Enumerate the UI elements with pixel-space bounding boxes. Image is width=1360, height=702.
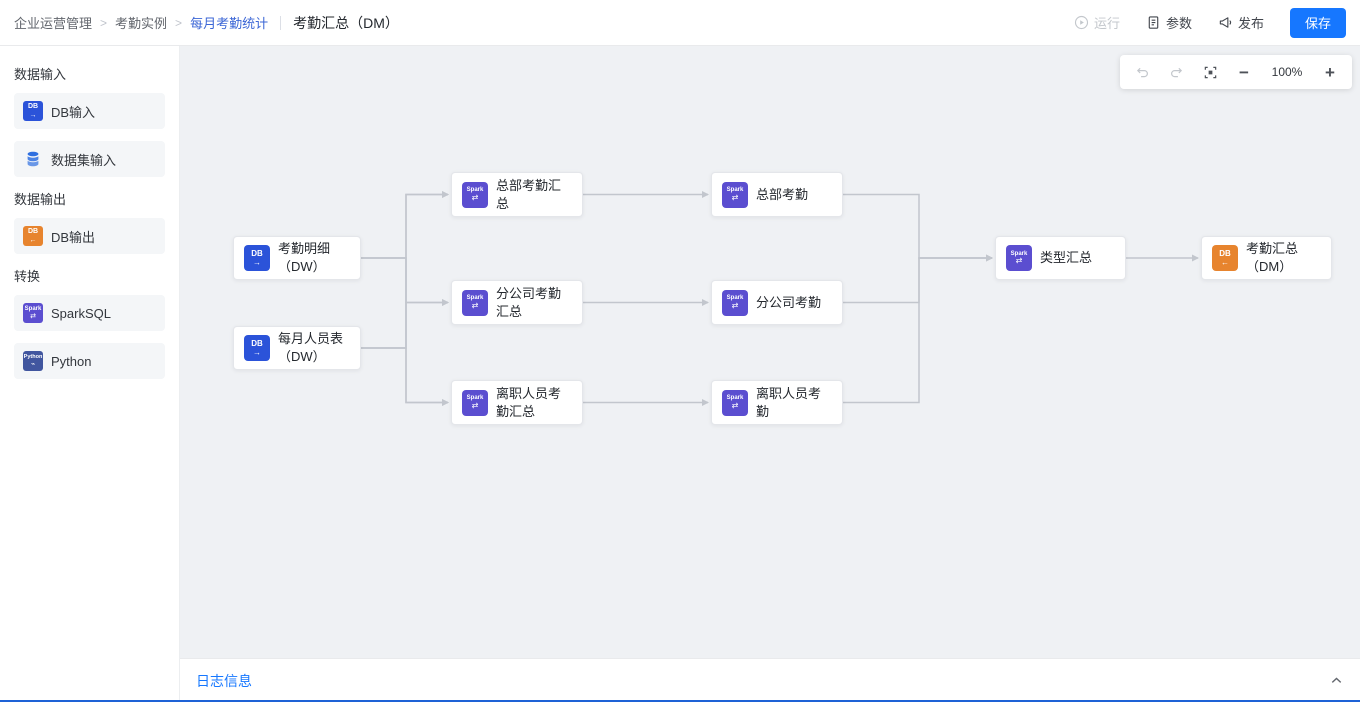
run-label: 运行 [1093, 16, 1120, 31]
python-icon: Python⌁ [23, 351, 43, 371]
diagram-node-n1[interactable]: DB→ 考勤明细（DW） [233, 236, 361, 280]
sidebar-item-label: DB输入 [51, 104, 96, 120]
sidebar-item-sparksql[interactable]: Spark⇄ SparkSQL [14, 295, 165, 331]
bottom-accent-line [0, 700, 1360, 702]
spark-icon: Spark⇄ [722, 389, 748, 416]
spark-icon: Spark⇄ [462, 389, 488, 416]
header-actions: 运行 参数 发布 保存 [1074, 7, 1346, 38]
sidebar-item-label: DB输出 [51, 229, 96, 245]
save-button[interactable]: 保存 [1289, 7, 1346, 38]
main-column: − 100% + DB→ 考勤明细（DW） DB→ 每月人员表（DW） Spark⇄ 总部… [180, 46, 1360, 702]
redo-icon[interactable] [1167, 63, 1185, 81]
sidebar-item-db-input[interactable]: DB→ DB输入 [14, 93, 165, 129]
sidebar-item-label: 数据集输入 [51, 152, 117, 168]
diagram-node-n3[interactable]: Spark⇄ 总部考勤汇总 [451, 172, 583, 217]
dataset-input-icon [23, 149, 43, 169]
node-label: 离职人员考勤 [756, 385, 822, 419]
sidebar: 数据输入 DB→ DB输入 数据集输入 数据输出 DB← DB输出 转换 Spa… [0, 46, 180, 702]
spark-icon: Spark⇄ [462, 181, 488, 208]
node-label: 分公司考勤汇总 [496, 285, 562, 319]
node-label: 离职人员考勤汇总 [496, 385, 562, 419]
breadcrumb-separator: > [175, 15, 183, 30]
node-label: 类型汇总 [1040, 250, 1093, 266]
diagram-node-n7[interactable]: Spark⇄ 分公司考勤 [711, 280, 843, 325]
breadcrumb-item-1[interactable]: 企业运营管理 [14, 16, 93, 31]
sidebar-section-title: 数据输出 [14, 192, 67, 207]
run-button[interactable]: 运行 [1074, 13, 1120, 32]
fit-view-icon[interactable] [1201, 63, 1219, 81]
breadcrumb-separator: > [100, 15, 108, 30]
db-input-icon: DB→ [244, 245, 270, 271]
zoom-in-icon[interactable]: + [1325, 62, 1335, 82]
node-label: 总部考勤 [756, 186, 809, 202]
sidebar-item-label: Python [51, 353, 92, 369]
spark-icon: Spark⇄ [1006, 245, 1032, 271]
sidebar-section-title: 转换 [14, 269, 41, 284]
diagram-node-n5[interactable]: Spark⇄ 离职人员考勤汇总 [451, 380, 583, 425]
title-divider [280, 15, 282, 30]
node-label: 考勤明细（DW） [278, 241, 331, 274]
spark-icon: Spark⇄ [462, 289, 488, 316]
db-output-icon: DB← [23, 226, 43, 246]
db-input-icon: DB→ [23, 101, 43, 121]
diagram-node-n10[interactable]: DB← 考勤汇总（DM） [1201, 236, 1332, 280]
page-title: 考勤汇总（DM） [293, 14, 399, 31]
diagram-node-n4[interactable]: Spark⇄ 分公司考勤汇总 [451, 280, 583, 325]
diagram-node-n9[interactable]: Spark⇄ 类型汇总 [995, 236, 1126, 280]
topbar: 企业运营管理 > 考勤实例 > 每月考勤统计 考勤汇总（DM） 运行 参数 [0, 0, 1360, 46]
zoom-out-icon[interactable]: − [1239, 62, 1249, 82]
canvas-toolbar: − 100% + [1120, 55, 1352, 89]
sidebar-item-label: SparkSQL [51, 305, 111, 321]
workflow-canvas[interactable]: − 100% + DB→ 考勤明细（DW） DB→ 每月人员表（DW） Spark⇄ 总部… [180, 46, 1360, 658]
spark-icon: Spark⇄ [23, 303, 43, 323]
breadcrumb: 企业运营管理 > 考勤实例 > 每月考勤统计 考勤汇总（DM） [14, 13, 399, 33]
diagram-node-n6[interactable]: Spark⇄ 总部考勤 [711, 172, 843, 217]
document-icon [1146, 15, 1161, 30]
diagram-node-n2[interactable]: DB→ 每月人员表（DW） [233, 326, 361, 370]
db-input-icon: DB→ [244, 335, 270, 361]
run-icon [1074, 15, 1089, 30]
megaphone-icon [1218, 15, 1233, 30]
publish-label: 发布 [1237, 16, 1264, 31]
db-output-icon: DB← [1212, 245, 1238, 271]
sidebar-item-python[interactable]: Python⌁ Python [14, 343, 165, 379]
sidebar-section-title: 数据输入 [14, 67, 67, 82]
spark-icon: Spark⇄ [722, 181, 748, 208]
diagram-node-n8[interactable]: Spark⇄ 离职人员考勤 [711, 380, 843, 425]
breadcrumb-item-2[interactable]: 考勤实例 [115, 16, 168, 31]
node-label: 每月人员表（DW） [278, 331, 344, 364]
node-label: 考勤汇总（DM） [1246, 241, 1299, 274]
params-label: 参数 [1165, 16, 1192, 31]
params-button[interactable]: 参数 [1146, 13, 1192, 32]
zoom-level: 100% [1271, 65, 1303, 79]
body: 数据输入 DB→ DB输入 数据集输入 数据输出 DB← DB输出 转换 Spa… [0, 46, 1360, 702]
log-panel: 日志信息 [180, 658, 1360, 702]
chevron-up-icon[interactable] [1329, 673, 1344, 688]
undo-icon[interactable] [1133, 63, 1151, 81]
publish-button[interactable]: 发布 [1218, 13, 1264, 32]
diagram-edges [361, 191, 1199, 406]
node-label: 总部考勤汇总 [496, 177, 562, 211]
node-label: 分公司考勤 [756, 294, 822, 310]
spark-icon: Spark⇄ [722, 289, 748, 316]
sidebar-item-dataset-input[interactable]: 数据集输入 [14, 141, 165, 177]
breadcrumb-item-current[interactable]: 每月考勤统计 [190, 16, 269, 31]
log-tab[interactable]: 日志信息 [194, 672, 254, 702]
sidebar-item-db-output[interactable]: DB← DB输出 [14, 218, 165, 254]
